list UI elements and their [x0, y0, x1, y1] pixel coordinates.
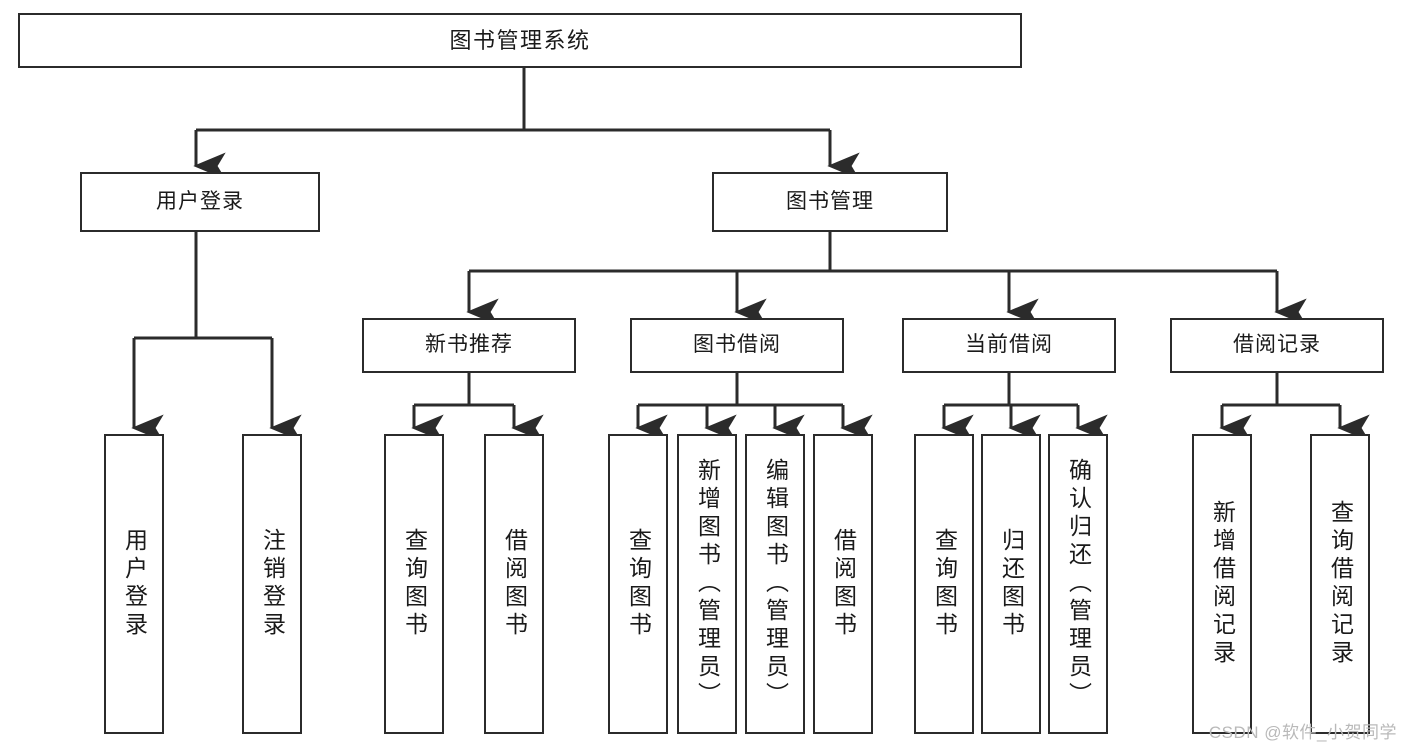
node-leaf-edit-book-label: 编辑图书（管理员）	[762, 458, 789, 710]
node-leaf-return-book[interactable]: 归还图书	[981, 434, 1041, 734]
node-leaf-borrow-book-1-label: 借阅图书	[501, 528, 528, 640]
node-leaf-user-login-label: 用户登录	[121, 528, 148, 640]
node-leaf-query-book-1-label: 查询图书	[401, 528, 428, 640]
node-leaf-edit-book[interactable]: 编辑图书（管理员）	[745, 434, 805, 734]
node-leaf-add-book[interactable]: 新增图书（管理员）	[677, 434, 737, 734]
node-leaf-query-book-1[interactable]: 查询图书	[384, 434, 444, 734]
node-user-login-label: 用户登录	[156, 189, 244, 213]
node-leaf-user-login[interactable]: 用户登录	[104, 434, 164, 734]
node-new-book-rec-label: 新书推荐	[425, 333, 513, 357]
node-leaf-add-record[interactable]: 新增借阅记录	[1192, 434, 1252, 734]
node-leaf-query-book-3[interactable]: 查询图书	[914, 434, 974, 734]
node-leaf-logout-label: 注销登录	[259, 528, 286, 640]
node-new-book-rec[interactable]: 新书推荐	[362, 318, 576, 373]
node-book-borrow-label: 图书借阅	[693, 333, 781, 357]
node-leaf-query-record[interactable]: 查询借阅记录	[1310, 434, 1370, 734]
node-leaf-return-book-label: 归还图书	[998, 528, 1025, 640]
node-leaf-confirm-return-label: 确认归还（管理员）	[1065, 458, 1092, 710]
node-leaf-confirm-return[interactable]: 确认归还（管理员）	[1048, 434, 1108, 734]
node-borrow-record-label: 借阅记录	[1233, 333, 1321, 357]
node-leaf-query-book-2-label: 查询图书	[625, 528, 652, 640]
node-current-borrow[interactable]: 当前借阅	[902, 318, 1116, 373]
node-root[interactable]: 图书管理系统	[18, 13, 1022, 68]
node-leaf-borrow-book-1[interactable]: 借阅图书	[484, 434, 544, 734]
node-book-manage-label: 图书管理	[786, 189, 874, 213]
node-current-borrow-label: 当前借阅	[965, 333, 1053, 357]
node-root-label: 图书管理系统	[449, 27, 591, 53]
node-leaf-query-record-label: 查询借阅记录	[1327, 500, 1354, 668]
node-leaf-logout[interactable]: 注销登录	[242, 434, 302, 734]
node-book-manage[interactable]: 图书管理	[712, 172, 948, 232]
node-leaf-add-book-label: 新增图书（管理员）	[694, 458, 721, 710]
node-leaf-borrow-book-2[interactable]: 借阅图书	[813, 434, 873, 734]
node-book-borrow[interactable]: 图书借阅	[630, 318, 844, 373]
node-leaf-query-book-3-label: 查询图书	[931, 528, 958, 640]
node-leaf-query-book-2[interactable]: 查询图书	[608, 434, 668, 734]
watermark: CSDN @软件_小贺同学	[1208, 723, 1397, 742]
node-leaf-borrow-book-2-label: 借阅图书	[830, 528, 857, 640]
node-user-login[interactable]: 用户登录	[80, 172, 320, 232]
node-leaf-add-record-label: 新增借阅记录	[1209, 500, 1236, 668]
node-borrow-record[interactable]: 借阅记录	[1170, 318, 1384, 373]
